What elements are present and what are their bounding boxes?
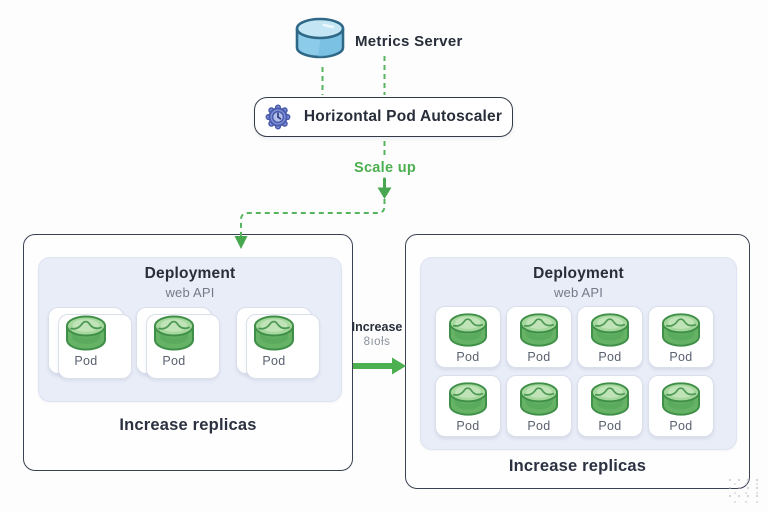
pod-label: Pod bbox=[162, 354, 186, 368]
increase-arrow bbox=[353, 357, 406, 375]
pod-cylinder-icon bbox=[517, 380, 561, 418]
pod-label: Pod bbox=[669, 418, 693, 433]
pod-cylinder-icon bbox=[446, 311, 490, 349]
pod-card: Pod bbox=[577, 375, 643, 437]
artifact-noise bbox=[727, 477, 765, 503]
deployment-title: Deployment bbox=[144, 265, 236, 282]
pod-cylinder-icon bbox=[151, 313, 197, 353]
deployment-caption: Increase replicas bbox=[119, 416, 257, 434]
pod-card: Pod bbox=[48, 307, 124, 374]
pod-card: Pod bbox=[435, 306, 501, 368]
dashed-elbow-to-left-box bbox=[240, 199, 386, 237]
hpa-box: Horizontal Pod Autoscaler bbox=[254, 97, 513, 137]
metrics-server-icon bbox=[293, 15, 347, 63]
metrics-server-label: Metrics Server bbox=[355, 33, 463, 50]
pod-card: Pod bbox=[648, 306, 714, 368]
pod-card: Pod bbox=[435, 375, 501, 437]
deployment-caption: Increase replicas bbox=[508, 457, 647, 475]
pod-cylinder-icon bbox=[517, 311, 561, 349]
pod-label: Pod bbox=[262, 354, 286, 368]
pod-label: Pod bbox=[527, 349, 551, 364]
pods-grid: Pod Pod Pod Pod Pod bbox=[435, 306, 714, 437]
deployment-panel-left: Deployment web API Pod Pod Pod bbox=[38, 257, 342, 402]
deployment-subtitle: web API bbox=[553, 285, 604, 300]
gear-clock-icon bbox=[265, 104, 291, 130]
deployment-box-left: Deployment web API Pod Pod Pod Increase … bbox=[23, 234, 353, 471]
deployment-title: Deployment bbox=[533, 265, 624, 282]
increase-label-line1: Increase bbox=[351, 320, 403, 334]
pod-card: Pod bbox=[577, 306, 643, 368]
pod-label: Pod bbox=[598, 418, 622, 433]
pod-cylinder-icon bbox=[588, 311, 632, 349]
pod-cylinder-icon bbox=[588, 380, 632, 418]
pod-card: Pod bbox=[236, 307, 312, 374]
pod-card: Pod bbox=[136, 307, 212, 374]
increase-label-line2: 8ıoƚs bbox=[363, 336, 391, 348]
scale-up-label: Scale up bbox=[353, 160, 417, 176]
pod-label: Pod bbox=[669, 349, 693, 364]
pod-card: Pod bbox=[648, 375, 714, 437]
pod-card: Pod bbox=[506, 306, 572, 368]
deployment-subtitle: web API bbox=[165, 285, 215, 300]
pod-label: Pod bbox=[456, 418, 480, 433]
deployment-panel-right: Deployment web API Pod Pod Pod Pod bbox=[420, 257, 737, 450]
hpa-label: Horizontal Pod Autoscaler bbox=[303, 108, 503, 125]
pod-card: Pod bbox=[506, 375, 572, 437]
pod-cylinder-icon bbox=[446, 380, 490, 418]
pod-label: Pod bbox=[456, 349, 480, 364]
pod-label: Pod bbox=[74, 354, 98, 368]
pod-cylinder-icon bbox=[659, 311, 703, 349]
pod-label: Pod bbox=[598, 349, 622, 364]
deployment-box-right: Deployment web API Pod Pod Pod Pod bbox=[405, 234, 750, 489]
pod-label: Pod bbox=[527, 418, 551, 433]
increase-arrow-label: Increase 8ıoƚs bbox=[344, 320, 410, 348]
pod-cylinder-icon bbox=[63, 313, 109, 353]
pod-cylinder-icon bbox=[659, 380, 703, 418]
pod-cylinder-icon bbox=[251, 313, 297, 353]
scale-up-arrow bbox=[377, 177, 392, 199]
